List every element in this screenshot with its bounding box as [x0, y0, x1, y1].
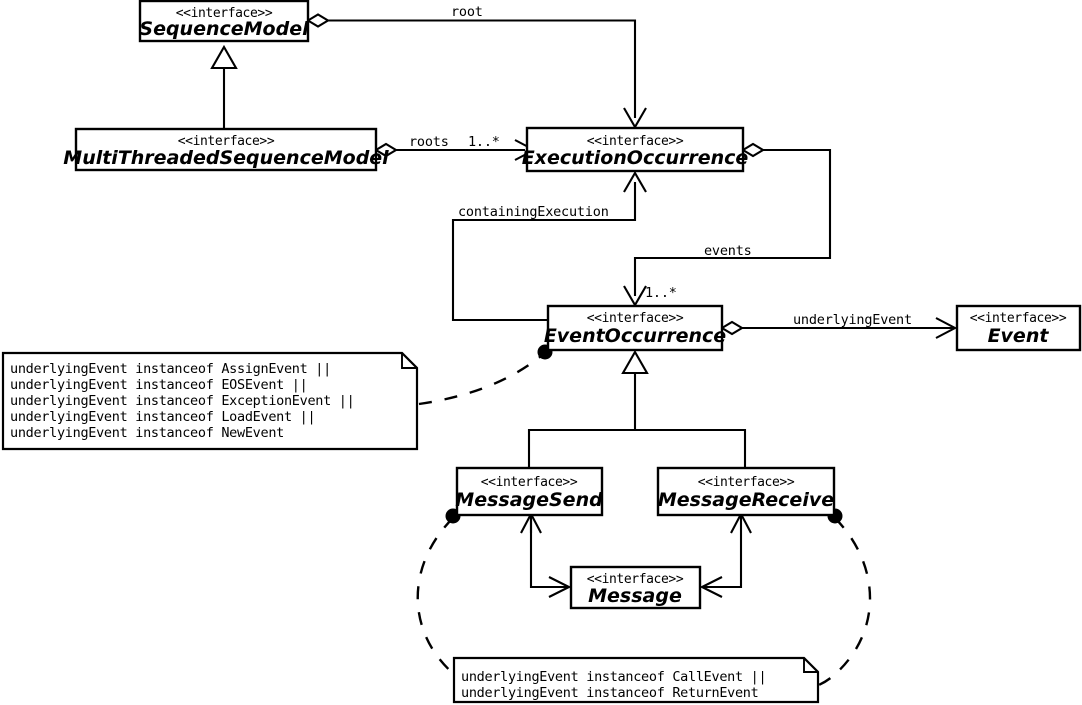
note-message-constraint[interactable]: underlyingEvent instanceof CallEvent || … — [452, 656, 820, 704]
class-box-message[interactable]: <<interface>> Message — [569, 565, 702, 610]
class-box-multi-threaded-sequence-model-rect — [74, 127, 378, 172]
association-underlying-event[interactable]: underlyingEvent — [719, 312, 958, 339]
note-event-occurrence-constraint-shape — [1, 351, 419, 451]
class-name-multi-threaded-sequence-model: MultiThreadedSequenceModel — [63, 147, 389, 169]
note-fold-event-occurrence — [401, 353, 417, 369]
association-roots-multiplicity: 1..* — [468, 134, 500, 150]
note-link-messagereceive-path — [809, 517, 872, 690]
association-root-path — [328, 19, 637, 118]
association-root-label: root — [451, 4, 483, 20]
class-stereotype-multi-threaded-sequence-model: <<interface>> — [178, 134, 275, 149]
note-fold-message — [803, 658, 818, 673]
note-message-line-2: underlyingEvent instanceof ReturnEvent — [461, 685, 758, 701]
class-box-event-occurrence[interactable]: <<interface>> EventOccurrence — [544, 304, 726, 352]
class-box-multi-threaded-sequence-model[interactable]: <<interface>> MultiThreadedSequenceModel — [63, 127, 389, 172]
aggregation-diamond-underlying-event — [719, 320, 745, 336]
note-link-eventoccurrence — [418, 344, 553, 406]
note-line-2: underlyingEvent instanceof EOSEvent || — [10, 377, 307, 393]
class-stereotype-event: <<interface>> — [970, 311, 1067, 326]
association-underlying-event-label: underlyingEvent — [793, 312, 912, 328]
class-name-event-occurrence: EventOccurrence — [544, 325, 726, 347]
note-line-1: underlyingEvent instanceof AssignEvent |… — [10, 361, 331, 377]
class-box-execution-occurrence[interactable]: <<interface>> ExecutionOccurrence — [522, 126, 749, 173]
class-box-message-receive[interactable]: <<interface>> MessageReceive — [656, 466, 836, 517]
association-events-label: events — [704, 243, 752, 259]
generalization-message-bar-path — [527, 428, 747, 468]
association-roots[interactable]: roots 1..* — [373, 134, 537, 161]
class-name-message: Message — [588, 585, 682, 607]
class-stereotype-message-receive: <<interface>> — [698, 475, 795, 490]
class-box-sequence-model[interactable]: <<interface>> SequenceModel — [138, 0, 310, 43]
arrowhead-underlying-event — [935, 317, 958, 339]
arrowhead-messagesend-message — [548, 576, 572, 598]
arrowhead-messagereceive-message — [699, 576, 723, 598]
class-name-sequence-model: SequenceModel — [139, 18, 309, 40]
link-messagesend-to-message[interactable] — [520, 511, 572, 598]
class-box-message-rect — [569, 565, 702, 610]
link-messagereceive-to-message[interactable] — [699, 511, 752, 598]
class-box-event-rect — [955, 304, 1082, 352]
note-message-line-1: underlyingEvent instanceof CallEvent || — [461, 669, 766, 685]
association-events[interactable]: events 1..* — [623, 142, 832, 308]
aggregation-diamond-root — [305, 13, 331, 28]
link-messagereceive-message-path — [703, 515, 743, 589]
note-line-4: underlyingEvent instanceof LoadEvent || — [10, 409, 315, 425]
association-roots-label: roots — [409, 134, 449, 150]
class-stereotype-execution-occurrence: <<interface>> — [587, 134, 684, 149]
association-events-path — [633, 148, 832, 296]
note-link-eventoccurrence-path — [418, 355, 542, 406]
class-box-sequence-model-rect — [138, 0, 310, 43]
class-name-execution-occurrence: ExecutionOccurrence — [522, 147, 749, 169]
class-box-event-occurrence-rect — [546, 304, 724, 352]
class-box-message-send-rect — [455, 466, 604, 517]
arrowhead-containing-execution — [623, 170, 647, 193]
aggregation-diamond-roots — [373, 142, 399, 158]
class-name-message-receive: MessageReceive — [658, 489, 834, 511]
class-box-execution-occurrence-rect — [525, 126, 745, 173]
aggregation-diamond-events — [740, 142, 766, 158]
association-root[interactable]: root — [305, 4, 647, 130]
note-line-3: underlyingEvent instanceof ExceptionEven… — [10, 393, 354, 409]
generalization-triangle-mtsm — [210, 44, 238, 70]
note-event-occurrence-constraint[interactable]: underlyingEvent instanceof AssignEvent |… — [1, 351, 419, 451]
generalization-messages-to-eventoccurrence[interactable] — [527, 349, 747, 468]
class-name-message-send: MessageSend — [455, 489, 603, 511]
note-message-constraint-shape — [452, 656, 820, 704]
association-events-multiplicity: 1..* — [645, 285, 677, 301]
link-messagesend-message-path — [529, 515, 568, 589]
class-stereotype-sequence-model: <<interface>> — [176, 6, 273, 21]
class-stereotype-message: <<interface>> — [587, 572, 684, 587]
class-box-message-send[interactable]: <<interface>> MessageSend — [455, 466, 604, 517]
class-box-event[interactable]: <<interface>> Event — [955, 304, 1082, 352]
class-stereotype-message-send: <<interface>> — [481, 475, 578, 490]
association-containing-execution-label: containingExecution — [458, 204, 609, 220]
generalization-mtsm-to-sequencemodel[interactable] — [210, 44, 238, 129]
class-name-event: Event — [988, 325, 1050, 347]
class-stereotype-event-occurrence: <<interface>> — [587, 311, 684, 326]
generalization-triangle-messages — [621, 349, 649, 375]
note-line-5: underlyingEvent instanceof NewEvent — [10, 425, 284, 441]
association-containing-execution[interactable]: containingExecution — [451, 170, 647, 322]
class-box-message-receive-rect — [656, 466, 836, 517]
association-containing-execution-path — [451, 182, 637, 322]
